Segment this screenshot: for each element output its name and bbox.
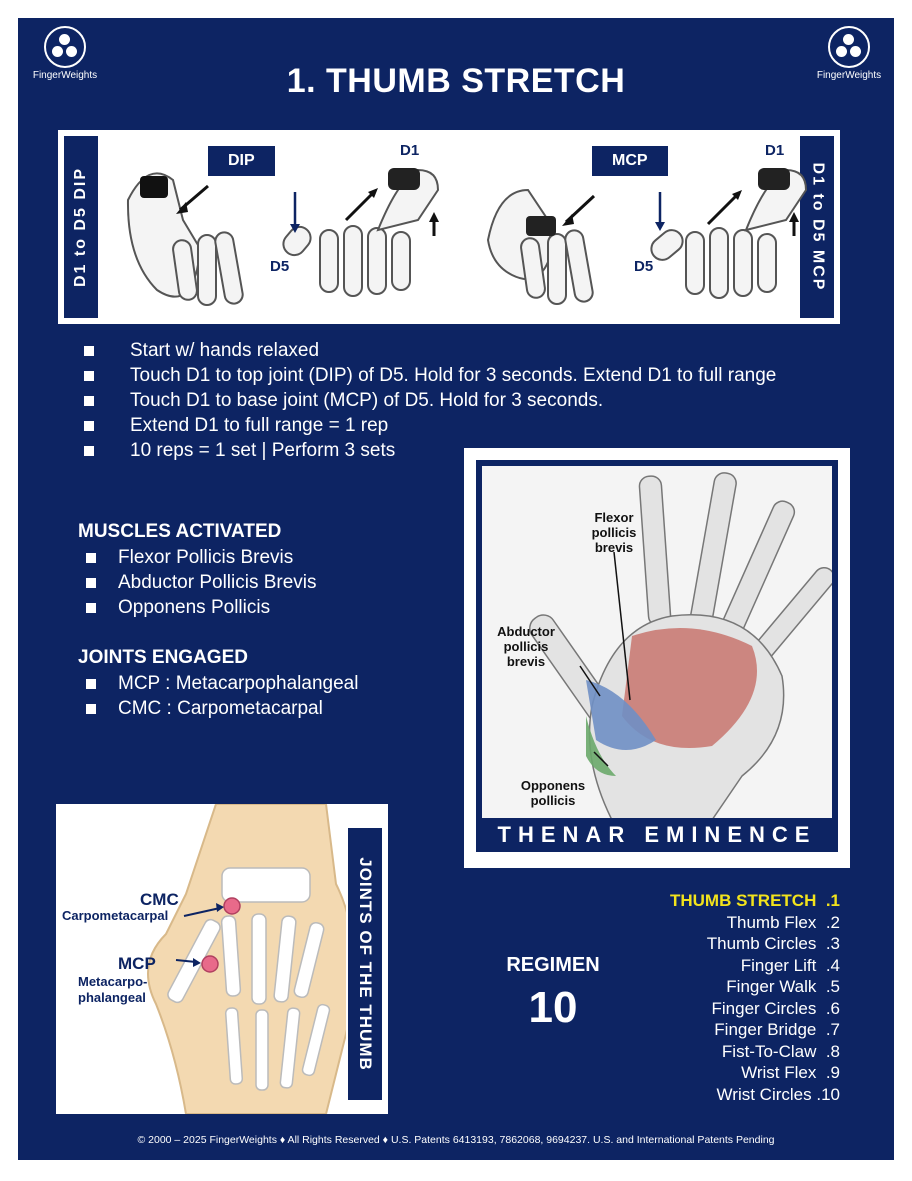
mcp-label: MCP [118,954,156,973]
exercise-item-thumb-circles[interactable]: Thumb Circles .3 [706,934,840,953]
exercise-item-finger-lift[interactable]: Finger Lift .4 [740,955,840,975]
arrow-icon [344,190,376,222]
hand-skeleton-icon [147,804,346,1114]
hand-illustrations [126,168,808,306]
cmc-joint-dot [223,897,241,915]
list-item: Touch D1 to top joint (DIP) of D5. Hold … [80,363,776,388]
bullet-icon [84,420,94,431]
footer-copyright: © 2000 – 2025 FingerWeights ♦ All Rights… [137,1134,775,1146]
thenar-eminence-caption: THENAR EMINENCE [497,822,817,847]
exercise-item-thumb-flex[interactable]: Thumb Flex .2 [726,912,840,932]
list-item: Abductor Pollicis Brevis [82,570,317,595]
label-opponens-pollicis: Opponens pollicis [520,778,586,808]
hand-1-icon [126,172,244,306]
bullet-icon [86,602,96,613]
list-item: Opponens Pollicis [82,595,317,620]
logo-brand-text: FingerWeights [32,70,98,81]
mcp-tag: MCP [592,146,668,176]
mcp-full-label-line2: phalangeal [78,990,146,1005]
bullet-icon [86,703,96,714]
list-item: Start w/ hands relaxed [80,338,776,363]
cmc-label: CMC [140,890,179,909]
joints-heading: JOINTS ENGAGED [78,647,248,668]
joints-of-thumb-panel: CMC Carpometacarpal MCP Metacarpo- phala… [56,804,388,1114]
exercise-item-finger-bridge[interactable]: Finger Bridge .7 [714,1020,840,1039]
finger-weight-icon [140,176,168,198]
logo-left: FingerWeights [30,26,100,81]
hand-anatomy-illustration: Flexor pollicis brevis Abductor pollicis… [482,466,832,818]
list-item: CMC : Carpometacarpal [82,696,358,721]
label-flexor-pollicis-brevis: Flexor pollicis brevis [591,510,637,555]
muscles-heading: MUSCLES ACTIVATED [78,521,282,542]
hand-muscles-icon [529,472,832,818]
dip-vertical-label: D1 to D5 DIP [64,136,98,318]
exercise-item-wrist-flex[interactable]: Wrist Flex .9 [741,1063,840,1082]
hand-4-icon [650,168,808,299]
joints-of-thumb-vertical-label: JOINTS OF THE THUMB [348,828,382,1100]
d5-label: D5 [270,258,290,275]
bullet-icon [84,370,94,381]
d5-label: D5 [634,258,654,275]
fingerweights-logo-icon [828,26,870,68]
hands-diagram-panel: D1 to D5 DIP D1 to D5 MCP [58,130,840,324]
bullet-icon [84,445,94,456]
list-item: Flexor Pollicis Brevis [82,545,317,570]
label-abductor-pollicis-brevis: Abductor pollicis brevis [497,624,555,669]
mcp-full-label-line1: Metacarpo- [78,974,148,989]
poster: FingerWeights FingerWeights 1. THUMB STR… [18,18,894,1160]
logo-brand-text: FingerWeights [816,70,882,81]
exercise-item-wrist-circles[interactable]: Wrist Circles .10 [716,1084,840,1104]
page-title: 1. THUMB STRETCH [286,62,626,100]
mcp-joint-dot [201,955,219,973]
d1-label: D1 [765,142,785,159]
bullet-icon [86,678,96,689]
regimen-number: 10 [528,983,578,1032]
instruction-list: Start w/ hands relaxed Touch D1 to top j… [80,338,776,463]
joints-list: MCP : Metacarpophalangeal CMC : Carpomet… [82,671,358,721]
muscles-list: Flexor Pollicis Brevis Abductor Pollicis… [82,545,317,620]
dip-tag: DIP [208,146,275,176]
list-item: 10 reps = 1 set | Perform 3 sets [80,438,776,463]
regimen-badge: REGIMEN 10 [490,954,616,1033]
list-item: Extend D1 to full range = 1 rep [80,413,776,438]
regimen-label: REGIMEN [506,954,600,976]
cmc-full-label: Carpometacarpal [62,908,169,923]
logo-right: FingerWeights [814,26,884,81]
bullet-icon [84,395,94,406]
exercise-item-fist-to-claw[interactable]: Fist-To-Claw .8 [721,1041,840,1061]
bullet-icon [86,552,96,563]
hand-3-icon [486,188,594,305]
thenar-eminence-panel: Flexor pollicis brevis Abductor pollicis… [464,448,850,868]
mcp-vertical-label: D1 to D5 MCP [800,136,834,318]
list-item: MCP : Metacarpophalangeal [82,671,358,696]
finger-weight-icon [526,216,556,236]
arrow-icon [706,192,740,226]
exercise-item-finger-circles[interactable]: Finger Circles .6 [711,998,841,1018]
fingerweights-logo-icon [44,26,86,68]
bullet-icon [86,577,96,588]
finger-weight-icon [758,168,790,190]
regimen-exercise-list: THUMB STRETCH .1 Thumb Flex .2 Thumb Cir… [670,890,840,1105]
d1-label: D1 [400,142,420,159]
finger-weight-icon [388,168,420,190]
list-item: Touch D1 to base joint (MCP) of D5. Hold… [80,388,776,413]
bullet-icon [84,345,94,356]
exercise-item-finger-walk[interactable]: Finger Walk .5 [726,977,840,996]
exercise-item-thumb-stretch[interactable]: THUMB STRETCH .1 [669,891,840,910]
